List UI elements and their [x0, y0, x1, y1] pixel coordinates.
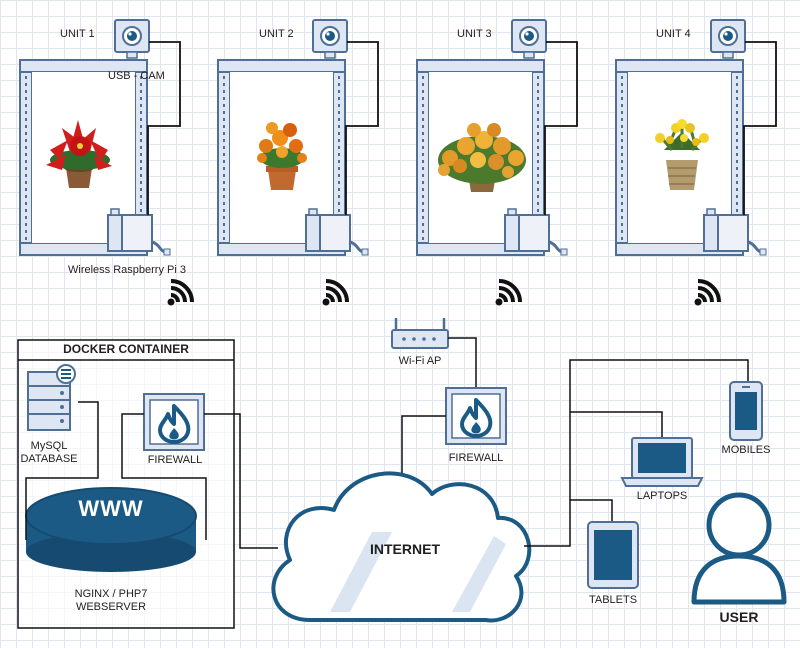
webserver-label: WEBSERVER [75, 601, 147, 613]
usb-camera-icon [312, 19, 348, 59]
chrysanthemum-icon [438, 123, 526, 192]
mobile-phone-icon [729, 381, 763, 441]
raspberry-pi-label: Wireless Raspberry Pi 3 [68, 264, 186, 276]
tablets-label: TABLETS [588, 594, 638, 606]
raspberry-pi-icon [504, 208, 550, 252]
tablet-icon [587, 521, 639, 589]
raspberry-pi-icon [703, 208, 749, 252]
usb-camera-icon [511, 19, 547, 59]
user-icon [691, 492, 787, 605]
wifi-signal-icon [493, 279, 522, 308]
wifi-signal-icon [165, 279, 194, 308]
unit-label: UNIT 2 [259, 28, 294, 40]
firewall-icon [142, 392, 206, 452]
marigold-icon [257, 122, 307, 190]
wifi-signal-icon [320, 279, 349, 308]
mobiles-label: MOBILES [721, 444, 771, 456]
raspberry-pi-icon [107, 208, 153, 252]
unit-2 [217, 19, 379, 256]
unit-label: UNIT 4 [656, 28, 691, 40]
webserver-label: NGINX / PHP7 [74, 588, 148, 600]
raspberry-pi-icon [305, 208, 351, 252]
internet-label: INTERNET [370, 541, 440, 557]
database-server-icon [27, 364, 76, 431]
wifi-router-icon [391, 318, 449, 349]
unit-label: UNIT 3 [457, 28, 492, 40]
www-label: WWW [78, 496, 144, 521]
usb-camera-icon [710, 19, 746, 59]
laptop-icon [620, 437, 704, 487]
unit-3 [416, 19, 578, 256]
wifi-ap-label: Wi-Fi AP [398, 355, 442, 367]
docker-container-title: DOCKER CONTAINER [63, 342, 189, 356]
usb-camera-icon [114, 19, 150, 59]
unit-4 [615, 19, 777, 256]
unit-label: UNIT 1 [60, 28, 95, 40]
user-label: USER [719, 609, 759, 625]
docker-firewall-label: FIREWALL [147, 454, 203, 466]
firewall-icon [444, 386, 508, 446]
internet-cloud-icon [271, 471, 532, 623]
yellow-flower-icon [655, 119, 709, 190]
laptops-label: LAPTOPS [636, 490, 688, 502]
unit-1 [19, 19, 181, 256]
database-label: DATABASE [20, 453, 78, 465]
wifi-signal-icon [692, 279, 721, 308]
mysql-label: MySQL [30, 440, 68, 452]
webserver-cylinder-icon [25, 487, 197, 572]
poinsettia-icon [46, 120, 112, 188]
firewall-label: FIREWALL [448, 452, 504, 464]
usb-cam-label: USB - CAM [108, 70, 165, 82]
